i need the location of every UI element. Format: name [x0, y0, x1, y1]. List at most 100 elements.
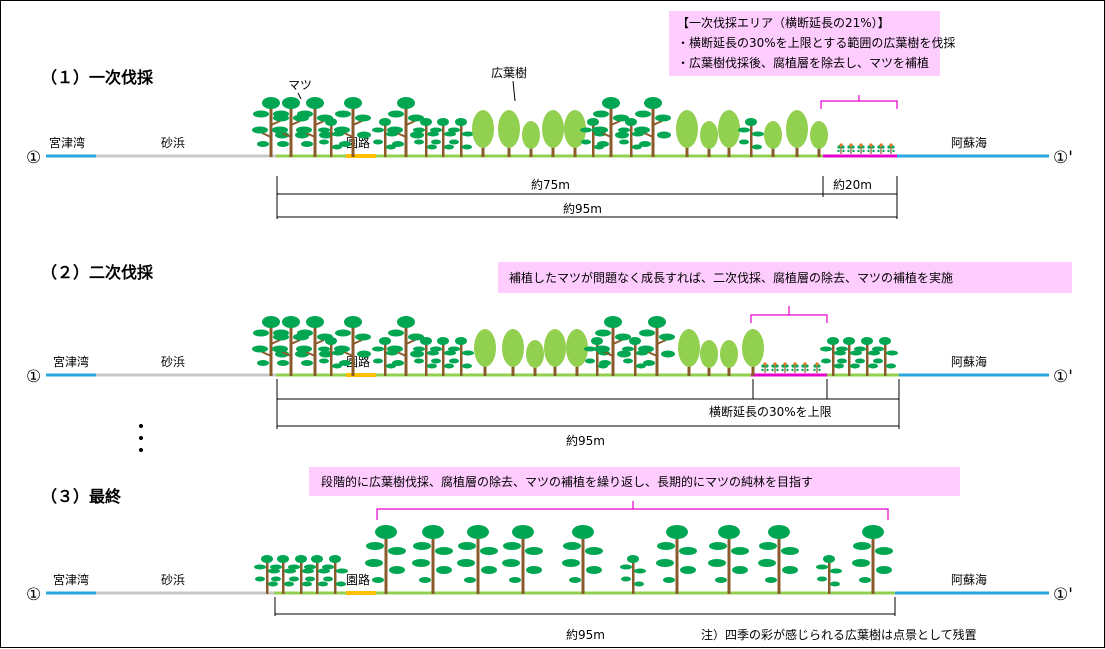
seedling-icon: [770, 361, 780, 374]
pine-icon: [412, 525, 453, 594]
pine-icon: [304, 555, 330, 594]
footnote: 注）四季の彩が感じられる広葉樹は点景として残置: [701, 627, 977, 642]
broadleaf-icon: [474, 329, 496, 376]
pine-icon: [854, 337, 880, 376]
pine-icon: [457, 525, 498, 594]
pine-icon: [430, 118, 456, 157]
broadleaf-icon: [564, 110, 586, 157]
start-marker: ①: [26, 585, 41, 605]
note-line: ・横断延長の30%を上限とする範囲の広葉樹を伐採: [677, 35, 955, 50]
broadleaf-icon: [742, 329, 764, 376]
broadleaf-icon: [544, 329, 566, 376]
bay-label: 宮津湾: [53, 354, 89, 369]
dimension-lines: [276, 379, 900, 429]
broadleaf-icon: [522, 121, 540, 157]
seedling-icon: [886, 142, 896, 155]
dim-label: 約95m: [563, 201, 602, 216]
broadleaf-icon: [526, 340, 544, 376]
dim-label: 約75m: [531, 177, 570, 192]
pine-icon: [738, 118, 764, 157]
pine-icon: [295, 96, 334, 158]
ellipsis-dot: [139, 424, 143, 428]
section-title: （１）一次伐採: [41, 68, 154, 87]
seedling-icon: [760, 361, 770, 374]
broadleaf-icon: [810, 121, 828, 157]
seedling-icon: [876, 142, 886, 155]
dimension-lines: [274, 597, 896, 616]
dim-label: 約20m: [833, 177, 872, 192]
pine-icon: [816, 555, 842, 594]
broadleaf-icon: [502, 329, 524, 376]
broadleaf-icon: [718, 110, 740, 157]
end-marker: ①': [1053, 148, 1073, 168]
pine-icon: [448, 118, 474, 157]
bay-label: 宮津湾: [49, 135, 85, 150]
pine-icon: [365, 525, 406, 594]
pine-icon: [448, 337, 474, 376]
pine-icon: [872, 337, 898, 376]
seedling-icon: [800, 361, 810, 374]
pine-icon: [270, 555, 296, 594]
broadleaf-icon: [700, 121, 718, 157]
pine-icon: [820, 337, 846, 376]
pine-icon: [430, 337, 456, 376]
path-label: 園路: [346, 572, 370, 587]
section-3: （３）最終 段階的に広葉樹伐採、腐植層の除去、マツの補植を繰り返し、長期的にマツ…: [26, 467, 1073, 642]
note-box: [669, 11, 940, 76]
dim-label: 約95m: [566, 433, 605, 448]
pine-icon: [620, 555, 646, 594]
section-1: （１）一次伐採 【一次伐採エリア（横断延長の21%）】 ・横断延長の30%を上限…: [26, 11, 1073, 219]
cut-area-brace: [820, 95, 898, 109]
pine-icon: [254, 555, 280, 594]
seedling-icon: [812, 361, 822, 374]
area-brace: [376, 501, 889, 520]
sea-label: 阿蘇海: [951, 354, 987, 369]
beach-label: 砂浜: [161, 136, 185, 150]
pine-icon: [836, 337, 862, 376]
end-marker: ①': [1053, 367, 1073, 387]
start-marker: ①: [26, 148, 41, 168]
ellipsis-dot: [139, 448, 143, 452]
cut-area-brace: [750, 306, 828, 323]
pine-icon: [584, 337, 610, 376]
pine-icon: [656, 525, 697, 594]
start-marker: ①: [26, 367, 41, 387]
dimension-lines: [276, 176, 898, 219]
pine-label: マツ: [288, 78, 312, 92]
pine-icon: [562, 525, 603, 594]
note-box: [498, 262, 1072, 293]
seedling-icon: [846, 142, 856, 155]
pine-icon: [708, 525, 749, 594]
beach-label: 砂浜: [161, 355, 185, 369]
pine-icon: [322, 555, 348, 594]
sea-label: 阿蘇海: [951, 135, 987, 150]
pine-icon: [295, 315, 334, 377]
broadleaf-icon: [566, 329, 588, 376]
note-line: 【一次伐採エリア（横断延長の21%）】: [677, 15, 890, 30]
seedling-icon: [856, 142, 866, 155]
broadleaf-icon: [472, 110, 494, 157]
note-line: 段階的に広葉樹伐採、腐植層の除去、マツの補植を繰り返し、長期的にマツの純林を目指…: [321, 474, 813, 489]
seedling-icon: [866, 142, 876, 155]
pine-icon: [852, 525, 893, 594]
bay-label: 宮津湾: [53, 572, 89, 587]
broadleaf-icon: [678, 329, 700, 376]
section-title: （３）最終: [41, 487, 122, 506]
broadleaf-icon: [676, 110, 698, 157]
broadleaf-icon: [700, 340, 718, 376]
dim-label: 横断延長の30%を上限: [709, 404, 832, 419]
broadleaf-icon: [498, 110, 520, 157]
broadleaf-icon: [542, 110, 564, 157]
ellipsis-dot: [139, 436, 143, 440]
seedling-icon: [790, 361, 800, 374]
pine-icon: [288, 555, 314, 594]
seedling-icon: [780, 361, 790, 374]
seedling-icon: [836, 142, 846, 155]
broadleaf-icon: [764, 121, 782, 157]
beach-label: 砂浜: [161, 573, 185, 587]
broadleaf-label: 広葉樹: [491, 66, 527, 80]
dim-label: 約95m: [566, 627, 605, 642]
pine-icon: [502, 525, 543, 594]
